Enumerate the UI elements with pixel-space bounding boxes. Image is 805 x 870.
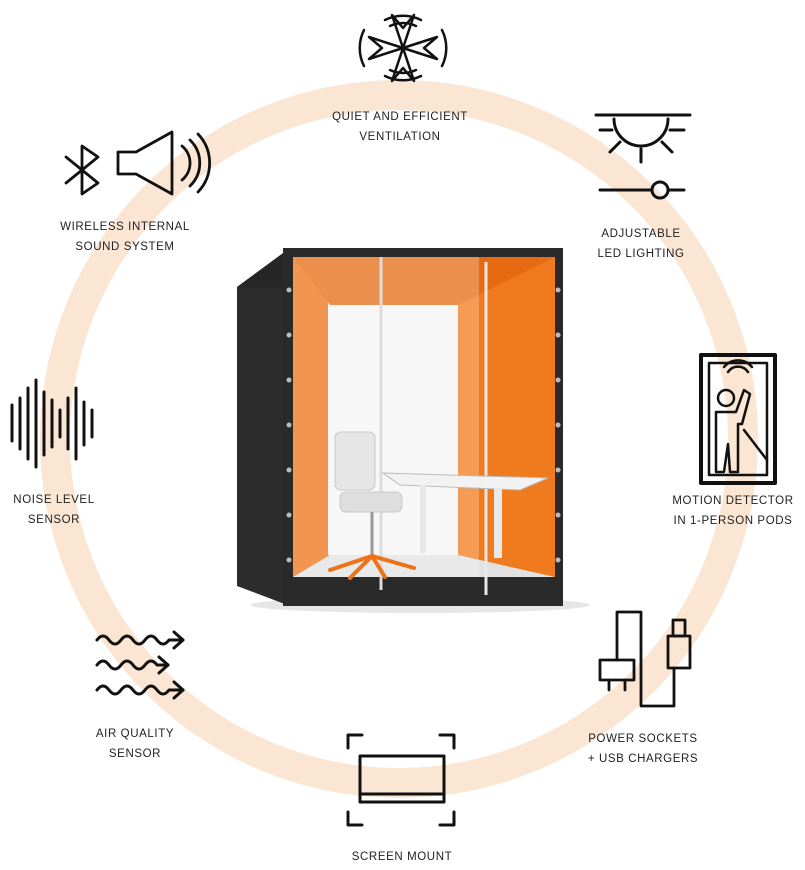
feature-label-lighting: ADJUSTABLE LED LIGHTING [597,224,684,264]
feature-ventilation-line1: QUIET AND EFFICIENT [332,111,468,123]
feature-label-ventilation: QUIET AND EFFICIENT VENTILATION [332,107,468,147]
feature-lighting-line2: LED LIGHTING [597,248,685,260]
feature-label-motion: MOTION DETECTOR IN 1-PERSON PODS [672,491,793,531]
feature-noise-line1: NOISE LEVEL [13,494,95,506]
feature-power-line2: + USB CHARGERS [587,753,699,765]
feature-sound-line1: WIRELESS INTERNAL [60,221,190,233]
feature-label-screen: SCREEN MOUNT [352,847,452,867]
feature-power-line1: POWER SOCKETS [588,733,698,745]
feature-label-sound: WIRELESS INTERNAL SOUND SYSTEM [60,217,190,257]
office-pod-illustration [237,248,590,613]
person-motion-icon [699,353,777,485]
feature-ventilation-line2: VENTILATION [359,131,441,143]
fan-icon [358,13,448,83]
lamp-dimmer-icon [594,113,692,200]
feature-screen-line1: SCREEN MOUNT [351,851,453,863]
feature-label-power: POWER SOCKETS + USB CHARGERS [588,729,698,769]
feature-sound-line2: SOUND SYSTEM [75,241,175,253]
feature-lighting-line1: ADJUSTABLE [601,228,681,240]
feature-motion-line2: IN 1-PERSON PODS [673,515,793,527]
screen-mount-icon [346,733,456,827]
feature-air-line2: SENSOR [108,748,162,760]
airflow-icon [95,630,185,700]
feature-label-air: AIR QUALITY SENSOR [96,724,174,764]
feature-label-noise: NOISE LEVEL SENSOR [13,490,94,530]
feature-ring [40,80,758,798]
sound-wave-icon [10,378,94,469]
bluetooth-speaker-icon [64,130,212,196]
feature-motion-line1: MOTION DETECTOR [672,495,794,507]
feature-noise-line2: SENSOR [27,514,81,526]
plug-usb-icon [598,610,692,708]
feature-air-line1: AIR QUALITY [95,728,175,740]
